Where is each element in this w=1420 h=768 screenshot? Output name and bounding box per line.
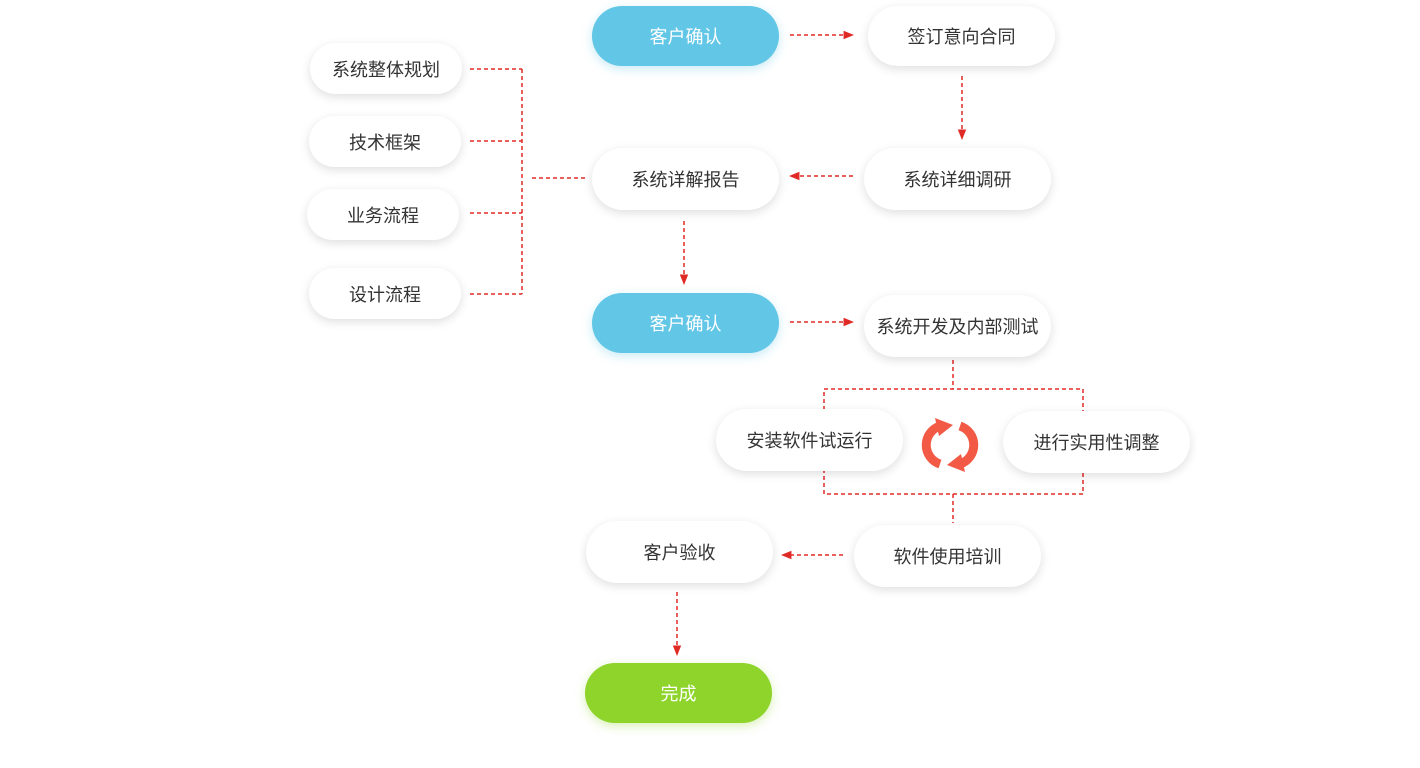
- node-practical-adjust: 进行实用性调整: [1003, 411, 1190, 473]
- refresh-cycle-icon: [921, 418, 979, 472]
- node-sign-contract: 签订意向合同: [868, 6, 1055, 66]
- node-customer-acceptance: 客户验收: [586, 521, 773, 583]
- node-done: 完成: [585, 663, 772, 723]
- node-design-process: 设计流程: [309, 268, 461, 319]
- node-tech-framework: 技术框架: [309, 116, 461, 167]
- node-customer-confirm-1: 客户确认: [592, 6, 779, 66]
- node-detailed-report: 系统详解报告: [592, 148, 779, 210]
- node-business-process: 业务流程: [307, 189, 459, 240]
- node-software-training: 软件使用培训: [854, 525, 1041, 587]
- node-dev-and-test: 系统开发及内部测试: [864, 295, 1051, 357]
- node-detailed-research: 系统详细调研: [864, 148, 1051, 210]
- node-trial-install: 安装软件试运行: [716, 409, 903, 471]
- node-overall-planning: 系统整体规划: [310, 43, 462, 94]
- node-customer-confirm-2: 客户确认: [592, 293, 779, 353]
